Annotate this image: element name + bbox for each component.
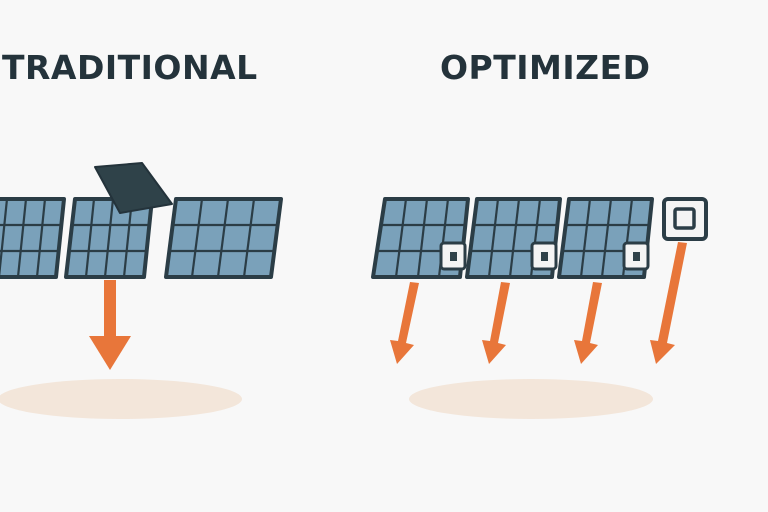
solar-panel-b <box>465 197 562 364</box>
power-flow-arrow-icon <box>482 282 510 364</box>
traditional-title: TRADITIONAL <box>2 48 258 87</box>
optimizer-box-icon <box>622 241 650 271</box>
power-flow-arrow-icon <box>89 280 131 370</box>
solar-panel-2-shaded <box>64 197 154 279</box>
ground-shadow-left <box>0 379 242 419</box>
solar-panel-1 <box>0 197 66 279</box>
traditional-panel-group <box>0 162 283 419</box>
optimizer-box-icon <box>530 241 558 271</box>
shade-cover-icon <box>94 162 173 214</box>
ground-shadow-right <box>409 379 653 419</box>
solar-panel-a <box>371 197 470 364</box>
power-flow-arrow-icon <box>390 282 419 364</box>
solar-panel-3 <box>164 197 283 279</box>
optimizer-unit <box>650 197 708 364</box>
power-flow-arrow-icon <box>574 282 602 364</box>
optimizer-box-icon <box>662 197 708 241</box>
solar-panel-c <box>557 197 654 364</box>
optimizer-box-icon <box>439 241 467 271</box>
optimized-title: OPTIMIZED <box>440 48 651 87</box>
power-flow-arrow-icon <box>650 242 687 364</box>
optimized-panel-group <box>371 197 708 419</box>
